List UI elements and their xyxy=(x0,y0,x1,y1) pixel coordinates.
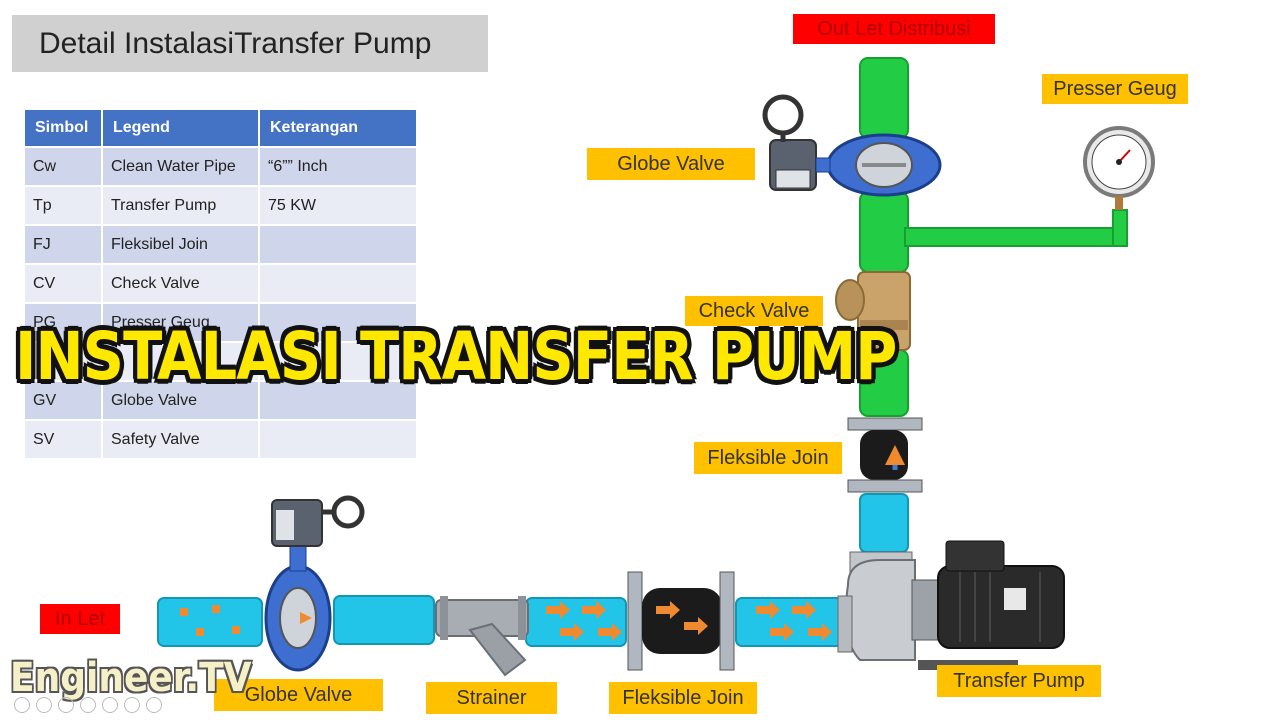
strainer xyxy=(435,596,529,677)
table-cell xyxy=(259,380,418,420)
social-icon xyxy=(80,697,96,713)
table-cell: FJ xyxy=(25,224,103,264)
riser-pipe-green xyxy=(859,191,909,273)
table-cell: Safety Valve xyxy=(102,419,260,458)
flow-arrows xyxy=(180,601,832,641)
legend-header-cell: Keterangan xyxy=(259,110,418,147)
table-cell: Transfer Pump xyxy=(102,185,260,225)
table-cell: 75 KW xyxy=(259,185,418,225)
social-icon xyxy=(124,697,140,713)
transfer-pump xyxy=(837,540,1065,670)
social-icon xyxy=(36,697,52,713)
table-cell: CV xyxy=(25,263,103,303)
pipe-segment xyxy=(735,597,845,647)
table-cell: “6”” Inch xyxy=(259,146,418,186)
watermark-logo: Engineer.TV xyxy=(10,655,252,701)
pressure-gauge xyxy=(1083,126,1155,210)
table-cell xyxy=(25,341,103,381)
table-cell: GV xyxy=(25,380,103,420)
inlet-label: In Let xyxy=(40,604,120,634)
flexible-join-vertical xyxy=(847,417,923,493)
watermark-social-icons xyxy=(14,697,162,713)
table-cell: Presser Geug xyxy=(102,302,260,342)
table-row xyxy=(25,341,418,381)
social-icon xyxy=(58,697,74,713)
table-cell xyxy=(259,419,418,458)
table-cell xyxy=(259,263,418,303)
inlet-pipe xyxy=(157,597,263,647)
social-icon xyxy=(14,697,30,713)
table-cell: Check Valve xyxy=(102,263,260,303)
transfer-pump-label: Transfer Pump xyxy=(937,665,1101,697)
table-cell xyxy=(102,341,260,381)
pipe-segment xyxy=(333,595,435,645)
outlet-label: Out Let Distribusi xyxy=(793,14,995,44)
legend-header-row: Simbol Legend Keterangan xyxy=(25,110,418,147)
table-cell: Clean Water Pipe xyxy=(102,146,260,186)
globe-valve-top-label: Globe Valve xyxy=(587,148,755,180)
fleksible-join-vertical-label: Fleksible Join xyxy=(694,442,842,474)
table-cell: PG xyxy=(25,302,103,342)
riser-pipe-cyan xyxy=(859,493,909,553)
legend-header-cell: Simbol xyxy=(25,110,103,147)
table-cell xyxy=(259,224,418,264)
table-cell: Cw xyxy=(25,146,103,186)
legend-header-cell: Legend xyxy=(102,110,260,147)
table-cell: Tp xyxy=(25,185,103,225)
table-cell xyxy=(259,341,418,381)
table-cell xyxy=(259,302,418,342)
globe-valve-bottom xyxy=(264,495,365,672)
title-box: Detail InstalasiTransfer Pump xyxy=(12,15,488,72)
table-cell: SV xyxy=(25,419,103,458)
table-cell: Fleksibel Join xyxy=(102,224,260,264)
check-valve-label: Check Valve xyxy=(685,296,823,326)
social-icon xyxy=(146,697,162,713)
gauge-stem-pipe xyxy=(1112,209,1128,247)
fleksible-join-horizontal-label: Fleksible Join xyxy=(609,682,757,714)
gauge-branch-pipe xyxy=(904,227,1128,247)
flexible-join-horizontal xyxy=(627,571,735,671)
table-cell: Globe Valve xyxy=(102,380,260,420)
outlet-pipe xyxy=(859,57,909,139)
social-icon xyxy=(102,697,118,713)
globe-valve-bottom-label: Globe Valve xyxy=(214,679,383,711)
globe-valve-top xyxy=(762,94,942,197)
overlay-title: INSTALASI TRANSFER PUMP xyxy=(15,318,897,395)
presser-geug-label: Presser Geug xyxy=(1042,74,1188,104)
strainer-label: Strainer xyxy=(426,682,557,714)
diagram-title: Detail InstalasiTransfer Pump xyxy=(39,26,432,60)
check-valve xyxy=(835,271,911,351)
